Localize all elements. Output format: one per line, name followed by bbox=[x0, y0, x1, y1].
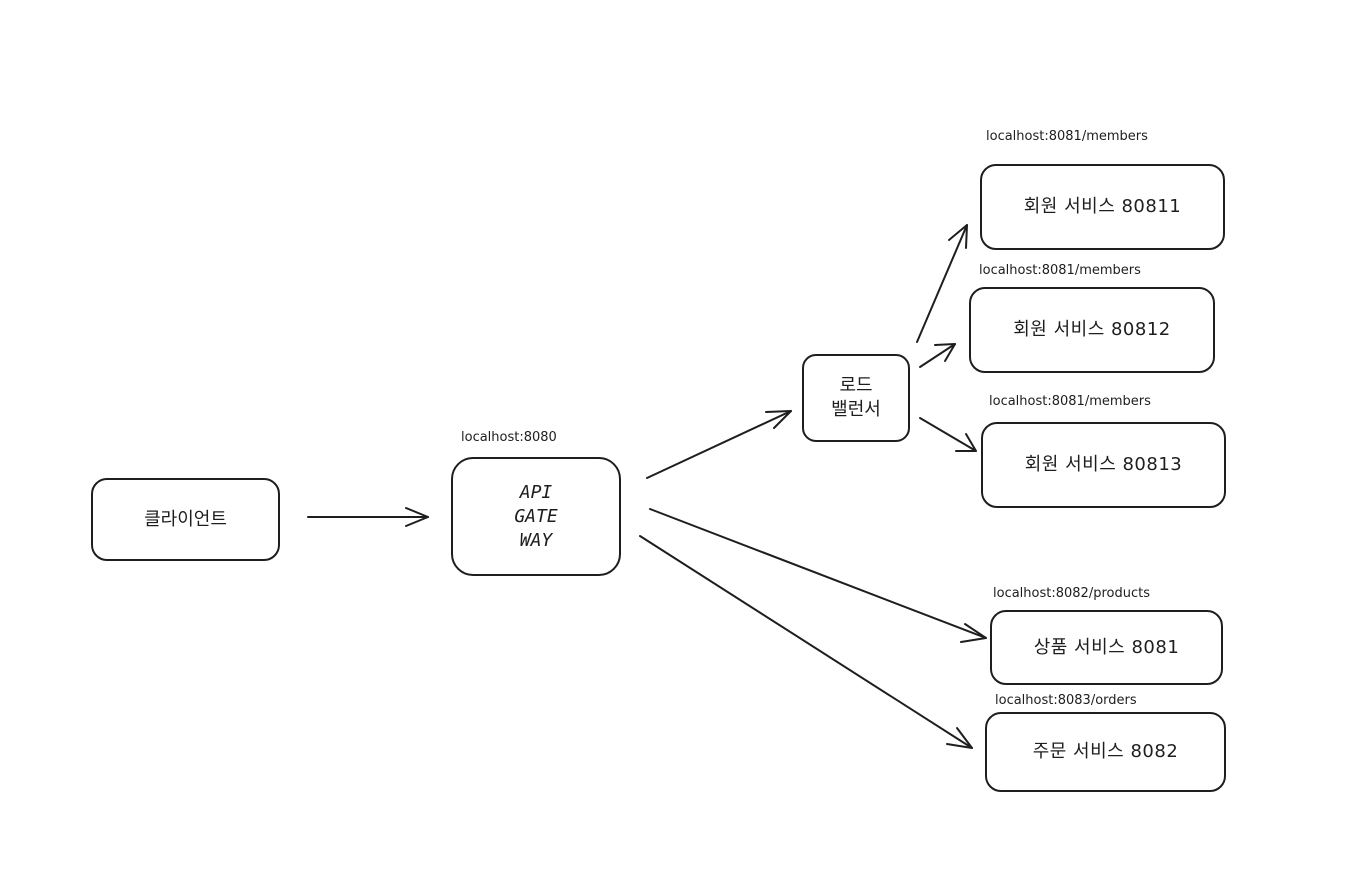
member-url-note-3: localhost:8081/members bbox=[989, 394, 1151, 409]
edge-gateway-to-product-service bbox=[649, 508, 987, 643]
member-url-note-2: localhost:8081/members bbox=[979, 263, 1141, 278]
member-service-node-3[interactable]: 회원 서비스 80813 bbox=[981, 422, 1226, 508]
member-service-node-2[interactable]: 회원 서비스 80812 bbox=[969, 287, 1215, 373]
edge-load-balancer-to-member-service-3 bbox=[919, 417, 977, 452]
edge-gateway-to-order-service bbox=[639, 535, 973, 749]
member-service-node-1[interactable]: 회원 서비스 80811 bbox=[980, 164, 1225, 250]
edge-load-balancer-to-member-service-2 bbox=[919, 343, 956, 368]
member-service-node-3-label: 회원 서비스 80813 bbox=[1024, 454, 1183, 475]
order-service-node-label: 주문 서비스 8082 bbox=[1032, 741, 1179, 762]
client-node[interactable]: 클라이언트 bbox=[91, 478, 280, 561]
gateway-url-note: localhost:8080 bbox=[461, 430, 557, 445]
product-service-node-label: 상품 서비스 8081 bbox=[1033, 636, 1180, 658]
client-node-label: 클라이언트 bbox=[144, 508, 227, 530]
order-url-note: localhost:8083/orders bbox=[995, 693, 1137, 708]
load-balancer-node[interactable]: 로드 밸런서 bbox=[802, 354, 910, 442]
member-service-node-1-label: 회원 서비스 80811 bbox=[1023, 196, 1182, 217]
product-service-node[interactable]: 상품 서비스 8081 bbox=[990, 610, 1223, 685]
api-gateway-node-label: API GATE WAY bbox=[514, 481, 558, 551]
member-url-note-1: localhost:8081/members bbox=[986, 129, 1148, 144]
api-gateway-node[interactable]: API GATE WAY bbox=[451, 457, 621, 576]
member-service-node-2-label: 회원 서비스 80812 bbox=[1013, 319, 1171, 340]
product-url-note: localhost:8082/products bbox=[993, 586, 1150, 601]
edge-client-to-gateway bbox=[307, 507, 429, 527]
edge-gateway-to-load-balancer bbox=[646, 410, 792, 479]
edge-load-balancer-to-member-service-1 bbox=[916, 224, 968, 343]
load-balancer-node-label: 로드 밸런서 bbox=[831, 375, 881, 420]
order-service-node[interactable]: 주문 서비스 8082 bbox=[985, 712, 1226, 792]
